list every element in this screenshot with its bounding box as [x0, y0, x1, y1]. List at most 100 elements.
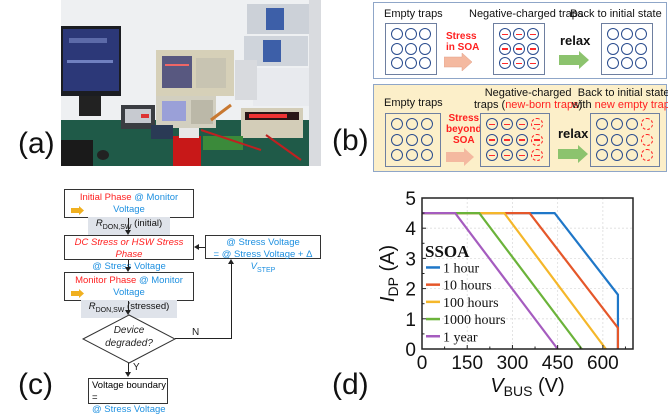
- negative-trap-icon: [527, 42, 539, 55]
- yes-label: Y: [133, 362, 140, 373]
- empty-trap-icon: [607, 28, 619, 40]
- new-negative-trap-icon: [531, 149, 543, 162]
- lab-setup-photo: [61, 0, 321, 166]
- legend-entry: 10 hours: [443, 279, 492, 294]
- empty-trap-icon: [391, 133, 403, 146]
- arrowhead-icon: [125, 230, 131, 235]
- empty-trap-icon: [391, 28, 403, 40]
- negative-trap-icon: [516, 133, 528, 146]
- relax-arrow-icon: [559, 51, 589, 69]
- empty-trap-icon: [391, 42, 403, 55]
- initial-state-new-traps-title: Back to initial state with new empty tra…: [572, 87, 668, 111]
- empty-trap-icon: [419, 28, 431, 40]
- empty-trap-icon: [621, 28, 633, 40]
- empty-trap-icon: [635, 57, 647, 70]
- series-line-1-year: [422, 211, 559, 350]
- empty-trap-icon: [421, 149, 433, 162]
- x-tick-label: 300: [497, 353, 529, 374]
- initial-state-title: Back to initial state: [570, 8, 662, 20]
- stress-phase-box: DC Stress or HSW Stress Phase @ Stress V…: [64, 235, 194, 272]
- yellow-arrow-icon: [71, 289, 84, 298]
- y-tick-label: 0: [405, 340, 416, 361]
- no-label: N: [192, 327, 200, 338]
- empty-trap-icon: [419, 57, 431, 70]
- negative-trap-icon: [501, 133, 513, 146]
- empty-trap-icon: [406, 133, 418, 146]
- voltage-step-box: @ Stress Voltage = @ Stress Voltage + Δ …: [205, 235, 321, 274]
- flow-connector-no: [231, 264, 232, 339]
- relax-arrow-icon-2: [558, 145, 588, 163]
- empty-trap-icon: [621, 42, 633, 55]
- initial-phase-box: Initial Phase @ Monitor Voltage RDON,SW …: [64, 189, 194, 235]
- panel-label-c: (c): [18, 368, 53, 401]
- legend-title: SSOA: [425, 242, 470, 261]
- x-tick-label: 0: [417, 353, 428, 374]
- empty-trap-icon: [611, 133, 623, 146]
- flow-connector: [199, 247, 205, 248]
- y-tick-label: 4: [405, 219, 416, 240]
- flow-connector-yes: [128, 363, 129, 373]
- new-empty-traps-grid: [590, 113, 660, 167]
- y-axis-label: IDP (A): [377, 245, 401, 302]
- relax-label-2: relax: [558, 126, 589, 141]
- relax-label: relax: [560, 33, 591, 48]
- empty-trap-icon: [607, 42, 619, 55]
- new-negative-trap-icon: [531, 118, 543, 130]
- empty-trap-icon: [596, 133, 608, 146]
- negative-traps-title-2: Negative-charged traps (new-born traps): [474, 87, 583, 111]
- x-tick-label: 150: [451, 353, 483, 374]
- decision-diamond: [82, 314, 176, 364]
- legend-entry: 1 hour: [443, 261, 480, 276]
- y-tick-label: 3: [405, 249, 416, 270]
- empty-trap-icon: [635, 28, 647, 40]
- negative-trap-icon: [486, 133, 498, 146]
- arrowhead-icon: [125, 372, 131, 377]
- x-tick-label: 600: [587, 353, 619, 374]
- negative-trap-icon: [486, 118, 498, 130]
- empty-trap-icon: [406, 149, 418, 162]
- voltage-boundary-box: Voltage boundary = @ Stress Voltage: [88, 378, 168, 415]
- empty-trap-icon: [421, 118, 433, 130]
- empty-traps-title: Empty traps: [384, 8, 443, 20]
- empty-traps-grid: [385, 23, 437, 75]
- empty-trap-icon: [391, 149, 403, 162]
- y-tick-label: 5: [405, 189, 416, 210]
- traps-in-soa-box: Empty traps Negative-charged traps Back …: [373, 2, 667, 79]
- panel-label-d: (d): [332, 368, 369, 401]
- new-empty-trap-icon: [641, 149, 653, 162]
- empty-trap-icon: [596, 118, 608, 130]
- negative-trap-icon: [501, 149, 513, 162]
- flow-connector: [128, 218, 129, 230]
- empty-trap-icon: [611, 118, 623, 130]
- negative-trap-icon: [513, 57, 525, 70]
- new-empty-trap-icon: [641, 118, 653, 130]
- negative-trap-icon: [516, 149, 528, 162]
- negative-trap-icon: [513, 42, 525, 55]
- stress-arrow-icon: [444, 53, 473, 71]
- panel-label-b: (b): [332, 124, 369, 157]
- negative-trap-icon: [499, 28, 511, 40]
- arrowhead-icon: [125, 310, 131, 315]
- negative-trap-icon: [527, 57, 539, 70]
- empty-trap-icon: [596, 149, 608, 162]
- empty-trap-icon: [635, 42, 647, 55]
- empty-trap-icon: [626, 133, 638, 146]
- empty-trap-icon: [421, 133, 433, 146]
- restored-traps-grid: [601, 23, 653, 75]
- yellow-arrow-icon: [71, 206, 84, 215]
- arrowhead-icon: [125, 267, 131, 272]
- negative-trap-icon: [499, 42, 511, 55]
- flow-connector: [128, 301, 129, 312]
- panel-label-a: (a): [18, 127, 55, 160]
- new-born-traps-grid: [480, 113, 550, 167]
- traps-beyond-soa-box: Empty traps Negative-charged traps (new-…: [373, 84, 668, 172]
- empty-trap-icon: [391, 118, 403, 130]
- empty-trap-icon: [607, 57, 619, 70]
- empty-trap-icon: [621, 57, 633, 70]
- new-negative-trap-icon: [531, 133, 543, 146]
- arrowhead-icon: [228, 259, 234, 264]
- negative-trap-icon: [501, 118, 513, 130]
